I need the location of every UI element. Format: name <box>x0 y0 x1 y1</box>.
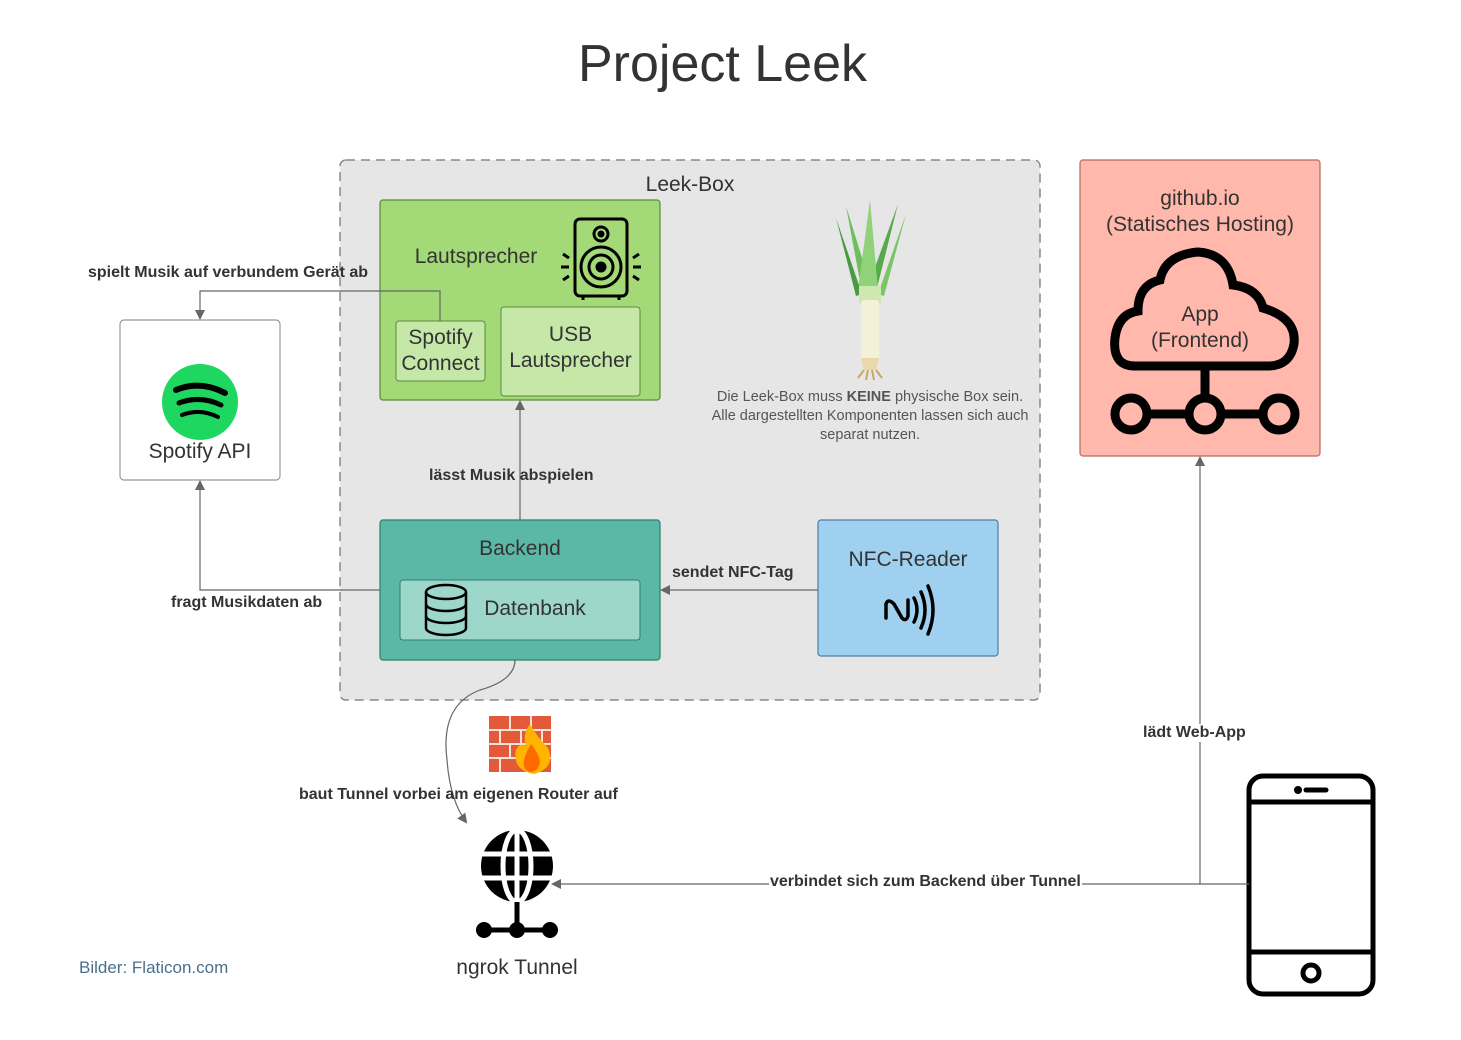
edge-baut-tunnel <box>445 659 516 824</box>
spotify-icon <box>162 364 238 440</box>
edge-label-verbindet: verbindet sich zum Backend über Tunnel <box>769 873 1082 891</box>
nfc-icon <box>884 584 935 636</box>
image-credit: Bilder: Flaticon.com <box>79 958 229 977</box>
spotify-api-label: Spotify API <box>148 440 252 463</box>
edge-spielt-musik <box>195 290 441 321</box>
leek-box-label: Leek-Box <box>645 173 735 196</box>
ngrok-tunnel-label: ngrok Tunnel <box>456 956 578 979</box>
backend-label: Backend <box>479 537 561 560</box>
github-io-label: github.io (Statisches Hosting) <box>1106 187 1294 237</box>
usb-lautsprecher-label: USB Lautsprecher <box>509 323 632 373</box>
lautsprecher-label: Lautsprecher <box>414 245 538 268</box>
nfc-reader-label: NFC-Reader <box>848 548 968 571</box>
spotify-connect-label: Spotify Connect <box>401 326 480 376</box>
edge-label-fragt: fragt Musikdaten ab <box>171 594 323 611</box>
globe-network-icon <box>476 827 558 938</box>
nfc-reader-box <box>817 519 999 657</box>
leek-box-note: Die Leek-Box muss KEINE physische Box se… <box>711 389 1029 443</box>
edge-label-laedt: lädt Web-App <box>1143 724 1246 742</box>
datenbank-box <box>399 579 641 641</box>
app-frontend-label: App (Frontend) <box>1150 303 1250 353</box>
cloud-network-icon <box>1110 247 1300 435</box>
speaker-icon <box>561 217 641 300</box>
page-title: Project Leek <box>577 35 868 93</box>
firewall-icon <box>489 716 551 774</box>
edge-label-baut: baut Tunnel vorbei am eigenen Router auf <box>299 786 618 803</box>
edge-label-spielt: spielt Musik auf verbundem Gerät ab <box>88 264 369 281</box>
usb-lautsprecher-box <box>500 306 641 397</box>
datenbank-label: Datenbank <box>484 597 586 620</box>
edge-label-laesst: lässt Musik abspielen <box>429 467 594 484</box>
database-icon <box>424 583 468 637</box>
edge-laedt-webapp <box>1195 456 1249 885</box>
edge-label-sendet: sendet NFC-Tag <box>672 564 794 582</box>
edge-fragt-musikdaten <box>195 480 380 591</box>
smartphone-icon <box>1246 773 1376 997</box>
leek-icon <box>836 200 906 381</box>
